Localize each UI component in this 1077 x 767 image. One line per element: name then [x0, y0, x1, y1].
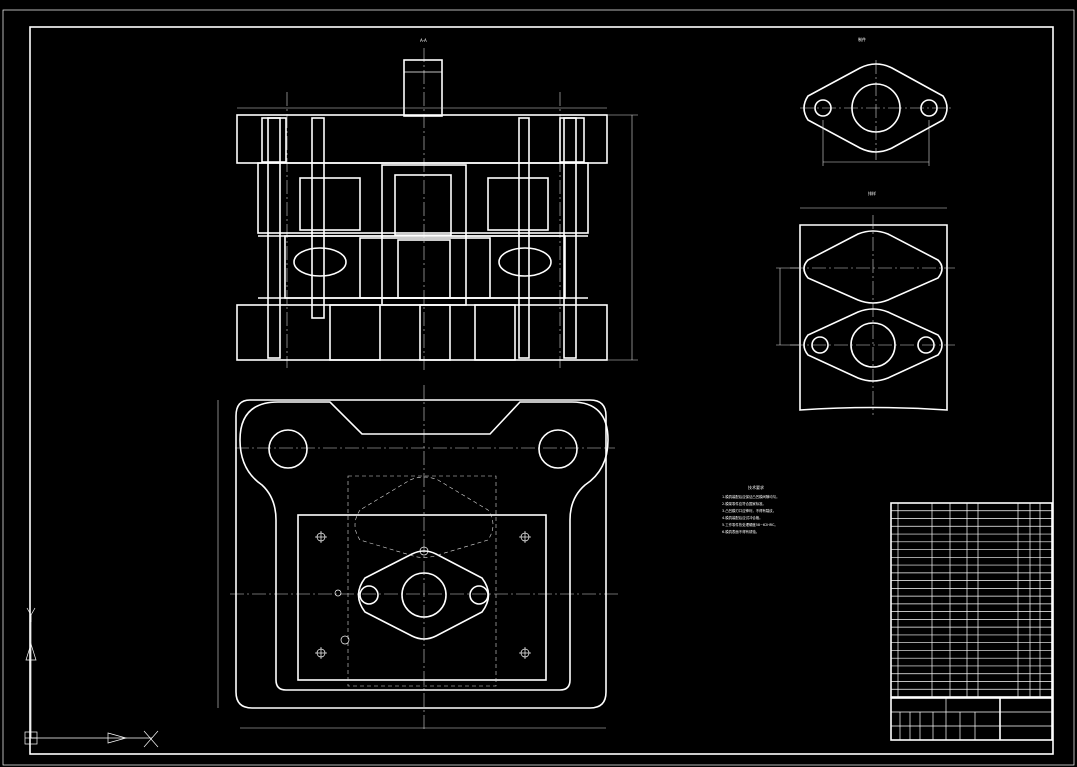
screw-holes: [315, 531, 531, 659]
upper-die-base: [236, 114, 608, 164]
main-section-view: A-A: [236, 38, 638, 372]
strip-label: 排样: [868, 190, 876, 196]
note-line: 3.凸凹模刃口应锋利，不得有裂纹。: [722, 508, 776, 513]
note-line: 1.模具装配后应保证凸凹模间隙均匀。: [722, 494, 779, 499]
screw-left: [311, 117, 325, 319]
title-block: [890, 697, 1053, 741]
rubber-right: [498, 247, 552, 277]
punch-die: [394, 174, 452, 236]
note-line: 2.模架零件应符合国家标准。: [722, 501, 766, 506]
part-outline: [803, 63, 948, 153]
part-view-label: 制件: [858, 36, 866, 42]
guide-hole-left: [268, 429, 308, 469]
parts-list-table: [890, 502, 1053, 698]
section-view-label: A-A: [420, 38, 427, 43]
ucs-icon: [24, 607, 159, 748]
plan-view: [217, 385, 618, 730]
note-line: 6.模具表面不得有锈蚀。: [722, 529, 759, 534]
lower-die-outline: [235, 399, 607, 709]
strip-layout: 排样: [776, 190, 955, 415]
screw-right: [518, 117, 530, 359]
drawing-border: [2, 9, 1075, 766]
y-axis-icon: [26, 607, 36, 622]
note-line: 5.工作零件热处理硬度58~62HRC。: [722, 522, 778, 527]
rubber-left: [293, 247, 347, 277]
die-shank: [403, 59, 443, 117]
guide-post-right: [563, 117, 577, 359]
note-line: 4.模具装配后应试冲合格。: [722, 515, 763, 520]
lower-die-base: [236, 304, 608, 361]
punch-retainer-plate: [257, 162, 589, 234]
notes-title: 技术要求: [748, 484, 764, 490]
part-drawing: 制件: [800, 36, 952, 166]
die-plate: [284, 235, 566, 299]
guide-bush-left: [261, 117, 287, 163]
guide-post-left: [267, 117, 281, 359]
strip-outline: [799, 224, 948, 411]
x-axis-icon: [143, 730, 159, 748]
technical-notes: 技术要求 1.模具装配后应保证凸凹模间隙均匀。 2.模架零件应符合国家标准。 3…: [722, 484, 779, 534]
guide-hole-right: [538, 429, 578, 469]
die-block: [297, 514, 547, 681]
